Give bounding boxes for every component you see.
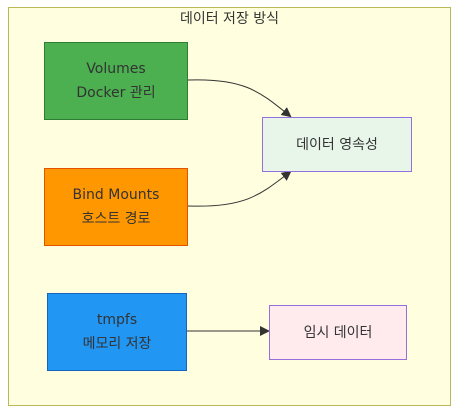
node-tmpfs-title: tmpfs bbox=[96, 312, 138, 328]
node-tmpfs: tmpfs 메모리 저장 bbox=[47, 293, 187, 371]
node-temporary-data-label: 임시 데이터 bbox=[303, 324, 373, 341]
node-volumes-subtitle: Docker 관리 bbox=[76, 85, 156, 101]
node-bind-mounts-title: Bind Mounts bbox=[72, 187, 160, 203]
node-volumes: Volumes Docker 관리 bbox=[44, 42, 188, 120]
node-bind-mounts-subtitle: 호스트 경로 bbox=[81, 211, 151, 227]
node-tmpfs-subtitle: 메모리 저장 bbox=[82, 336, 152, 352]
node-temporary-data: 임시 데이터 bbox=[269, 305, 407, 360]
node-data-persistence: 데이터 영속성 bbox=[262, 117, 412, 172]
node-bind-mounts: Bind Mounts 호스트 경로 bbox=[44, 168, 188, 246]
group-title: 데이터 저장 방식 bbox=[179, 11, 280, 27]
node-volumes-title: Volumes bbox=[86, 61, 146, 77]
node-data-persistence-label: 데이터 영속성 bbox=[296, 136, 378, 153]
